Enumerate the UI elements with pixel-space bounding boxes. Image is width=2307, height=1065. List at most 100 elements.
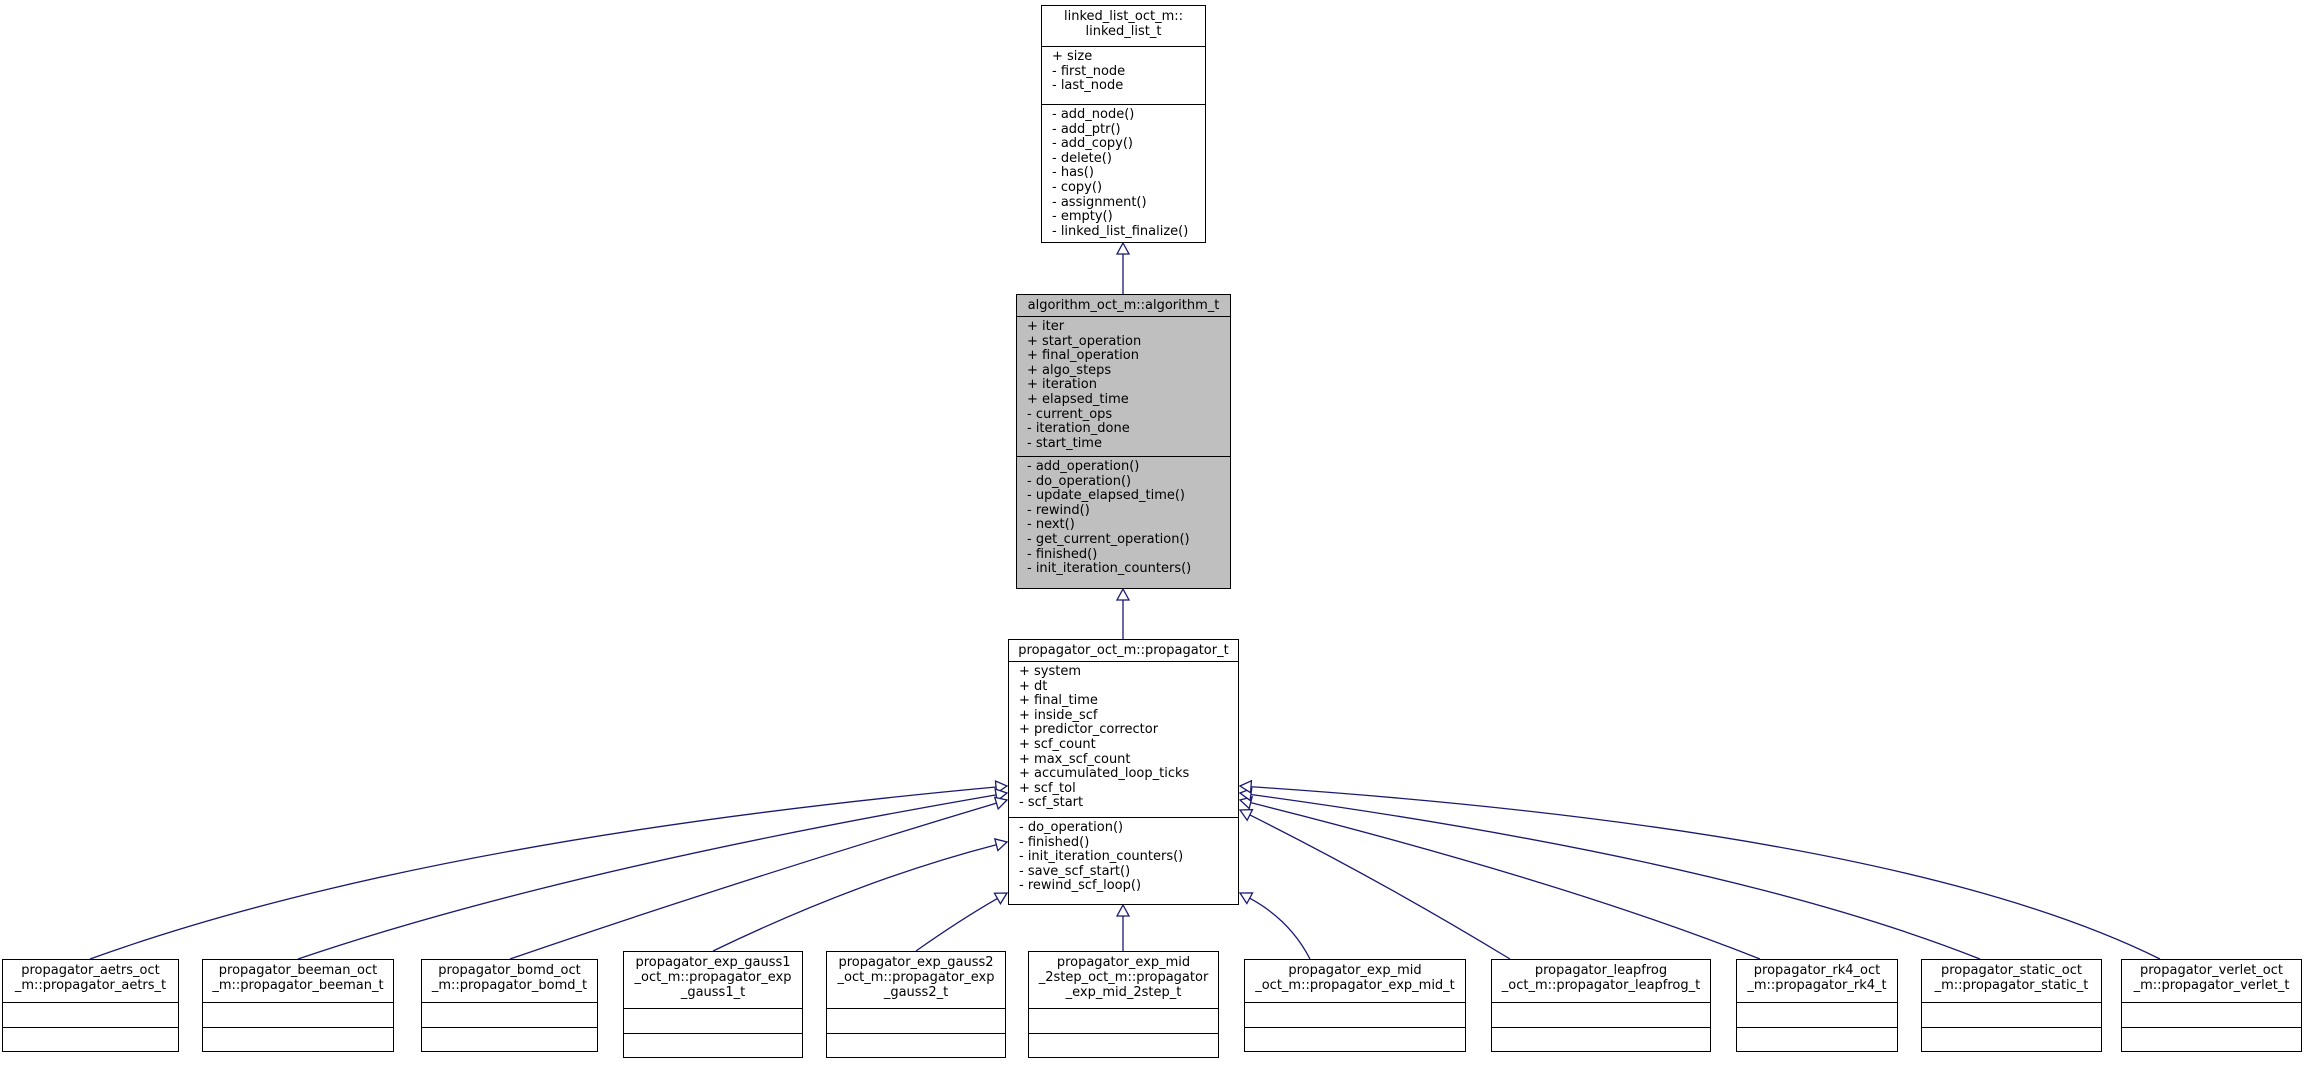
class-propagator-beeman-t[interactable]: propagator_beeman_oct _m::propagator_bee… xyxy=(202,959,394,1052)
method: - add_node() xyxy=(1052,107,1135,122)
attribute: - current_ops xyxy=(1027,406,1113,422)
attribute: + predictor_corrector xyxy=(1019,722,1159,738)
methods-section xyxy=(1492,1028,1710,1034)
class-title: propagator_aetrs_oct _m::propagator_aetr… xyxy=(3,960,178,1003)
title-line: propagator_static_oct xyxy=(1941,963,2082,978)
title-line: propagator_aetrs_oct xyxy=(21,963,160,978)
title-line: _oct_m::propagator_exp_mid_t xyxy=(1255,978,1455,993)
class-propagator-rk4-t[interactable]: propagator_rk4_oct _m::propagator_rk4_t xyxy=(1736,959,1898,1052)
class-title: propagator_verlet_oct _m::propagator_ver… xyxy=(2122,960,2301,1003)
attribute: + scf_count xyxy=(1019,736,1096,752)
methods-section: - add_operation() - do_operation() - upd… xyxy=(1017,457,1230,580)
method: - add_ptr() xyxy=(1052,121,1121,137)
title-line: _oct_m::propagator_exp xyxy=(634,970,792,985)
attributes-section xyxy=(203,1003,393,1028)
attribute: - scf_start xyxy=(1019,795,1084,811)
methods-section xyxy=(1245,1028,1465,1034)
class-propagator-t[interactable]: propagator_oct_m::propagator_t + system … xyxy=(1008,639,1239,905)
class-title: propagator_oct_m::propagator_t xyxy=(1009,640,1238,662)
title-line: _gauss1_t xyxy=(680,985,746,1000)
attribute: - start_time xyxy=(1027,435,1102,451)
class-title: propagator_exp_mid _oct_m::propagator_ex… xyxy=(1245,960,1465,1003)
attribute: + algo_steps xyxy=(1027,362,1112,378)
class-title: propagator_leapfrog _oct_m::propagator_l… xyxy=(1492,960,1710,1003)
class-propagator-exp-mid-2step-t[interactable]: propagator_exp_mid _2step_oct_m::propaga… xyxy=(1028,951,1219,1058)
title-line: _oct_m::propagator_exp xyxy=(837,970,995,985)
title-line: propagator_exp_gauss2 xyxy=(838,955,994,970)
method: - delete() xyxy=(1052,150,1112,166)
method: - add_operation() xyxy=(1027,459,1140,474)
title-line: _m::propagator_static_t xyxy=(1934,978,2089,993)
title-line: propagator_rk4_oct xyxy=(1753,963,1881,978)
title-line: propagator_exp_gauss1 xyxy=(635,955,791,970)
inheritance-edge xyxy=(509,802,997,960)
attributes-section: + size - first_node - last_node xyxy=(1042,47,1205,105)
attributes-section xyxy=(2122,1003,2301,1028)
class-propagator-static-t[interactable]: propagator_static_oct _m::propagator_sta… xyxy=(1921,959,2102,1052)
attributes-section xyxy=(1492,1003,1710,1028)
inheritance-edge xyxy=(1250,793,1981,960)
inheritance-edge xyxy=(712,844,997,952)
attributes-section xyxy=(1922,1003,2101,1028)
title-line: linked_list_t xyxy=(1085,24,1162,39)
inheritance-edge xyxy=(89,786,997,960)
title-line: propagator_oct_m::propagator_t xyxy=(1018,643,1229,658)
methods-section xyxy=(624,1034,802,1040)
inheritance-edge xyxy=(915,897,998,952)
method: - next() xyxy=(1027,517,1075,533)
class-title: propagator_static_oct _m::propagator_sta… xyxy=(1922,960,2101,1003)
method: - assignment() xyxy=(1052,194,1147,210)
class-propagator-exp-mid-t[interactable]: propagator_exp_mid _oct_m::propagator_ex… xyxy=(1244,959,1466,1052)
class-title: propagator_beeman_oct _m::propagator_bee… xyxy=(203,960,393,1003)
title-line: propagator_bomd_oct xyxy=(438,963,581,978)
title-line: propagator_beeman_oct xyxy=(218,963,378,978)
attribute: - last_node xyxy=(1052,78,1124,94)
method: - rewind() xyxy=(1027,502,1090,518)
class-propagator-leapfrog-t[interactable]: propagator_leapfrog _oct_m::propagator_l… xyxy=(1491,959,1711,1052)
attributes-section xyxy=(1245,1003,1465,1028)
class-propagator-aetrs-t[interactable]: propagator_aetrs_oct _m::propagator_aetr… xyxy=(2,959,179,1052)
method: - save_scf_start() xyxy=(1019,863,1131,879)
title-line: propagator_verlet_oct xyxy=(2139,963,2284,978)
title-line: _m::propagator_rk4_t xyxy=(1747,978,1887,993)
methods-section: - add_node() - add_ptr() - add_copy() - … xyxy=(1042,105,1205,242)
title-line: _2step_oct_m::propagator xyxy=(1038,970,1209,985)
methods-section xyxy=(422,1028,597,1034)
inheritance-arrowhead xyxy=(993,838,1009,852)
attributes-section xyxy=(422,1003,597,1028)
method: - rewind_scf_loop() xyxy=(1019,878,1142,894)
method: - get_current_operation() xyxy=(1027,531,1190,547)
class-title: propagator_exp_gauss2 _oct_m::propagator… xyxy=(827,952,1005,1009)
method: - add_copy() xyxy=(1052,136,1133,152)
attribute: + dt xyxy=(1019,678,1048,694)
class-propagator-exp-gauss1-t[interactable]: propagator_exp_gauss1 _oct_m::propagator… xyxy=(623,951,803,1058)
method: - has() xyxy=(1052,165,1094,181)
class-title: linked_list_oct_m:: linked_list_t xyxy=(1042,6,1205,47)
class-title: propagator_exp_gauss1 _oct_m::propagator… xyxy=(624,952,802,1009)
class-algorithm-t[interactable]: algorithm_oct_m::algorithm_t + iter + st… xyxy=(1016,294,1231,589)
class-title: propagator_exp_mid _2step_oct_m::propaga… xyxy=(1029,952,1218,1009)
methods-section xyxy=(827,1034,1005,1040)
class-propagator-verlet-t[interactable]: propagator_verlet_oct _m::propagator_ver… xyxy=(2121,959,2302,1052)
method: - linked_list_finalize() xyxy=(1052,223,1189,239)
title-line: linked_list_oct_m:: xyxy=(1064,9,1183,24)
inheritance-edge xyxy=(1249,897,1311,960)
attribute: + scf_tol xyxy=(1019,780,1076,796)
title-line: propagator_exp_mid xyxy=(1288,963,1422,978)
inheritance-arrowhead xyxy=(993,892,1009,905)
title-line: propagator_exp_mid xyxy=(1056,955,1191,970)
attribute: - first_node xyxy=(1052,63,1126,79)
title-line: _m::propagator_beeman_t xyxy=(212,978,384,993)
attribute: + start_operation xyxy=(1027,333,1142,349)
attributes-section xyxy=(1029,1009,1218,1034)
methods-section: - do_operation() - finished() - init_ite… xyxy=(1009,818,1238,897)
inheritance-edge xyxy=(1250,802,1761,960)
class-propagator-bomd-t[interactable]: propagator_bomd_oct _m::propagator_bomd_… xyxy=(421,959,598,1052)
methods-section xyxy=(203,1028,393,1034)
attribute: + accumulated_loop_ticks xyxy=(1019,766,1190,782)
methods-section xyxy=(1029,1034,1218,1040)
class-linked-list-t[interactable]: linked_list_oct_m:: linked_list_t + size… xyxy=(1041,5,1206,243)
class-propagator-exp-gauss2-t[interactable]: propagator_exp_gauss2 _oct_m::propagator… xyxy=(826,951,1006,1058)
attribute: + final_operation xyxy=(1027,348,1139,364)
